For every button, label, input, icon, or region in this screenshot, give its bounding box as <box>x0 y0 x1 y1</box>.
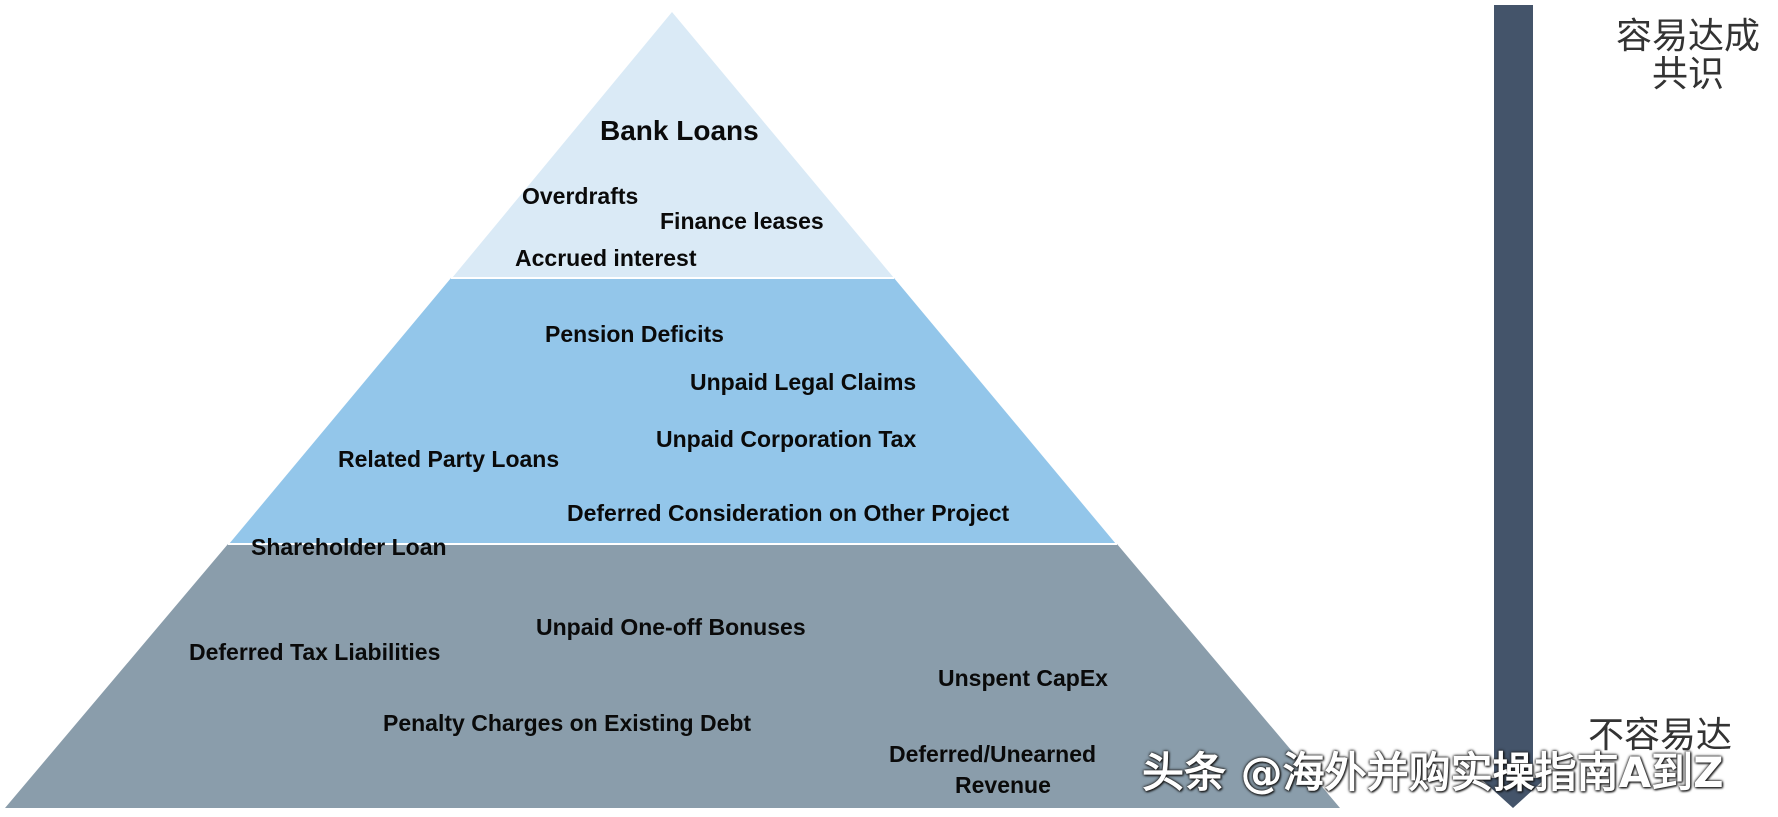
label-unpaid-bonuses: Unpaid One-off Bonuses <box>536 614 806 640</box>
arrow-top-label-line-2: 共识 <box>1651 53 1724 95</box>
label-unpaid-legal-claims: Unpaid Legal Claims <box>690 369 917 395</box>
label-deferred-tax-liabilities: Deferred Tax Liabilities <box>189 639 441 665</box>
label-pension-deficits: Pension Deficits <box>545 321 724 347</box>
pyramid-tier-middle <box>229 278 1116 544</box>
arrow-top-label: 容易达成 共识 <box>1606 18 1770 94</box>
label-related-party-loans: Related Party Loans <box>338 446 560 472</box>
label-finance-leases: Finance leases <box>660 208 824 234</box>
arrow-top-label-line-1: 容易达成 <box>1615 16 1760 57</box>
pyramid-tier-top <box>452 12 894 278</box>
label-bank-loans: Bank Loans <box>600 115 759 146</box>
label-unspent-capex: Unspent CapEx <box>938 665 1108 691</box>
down-arrow <box>1480 5 1546 808</box>
label-revenue: Revenue <box>955 772 1051 798</box>
arrow-bottom-label: 不容易达 <box>1578 717 1742 755</box>
watermark: 头条 @海外并购实操指南A到Z <box>1142 748 1724 797</box>
label-shareholder-loan: Shareholder Loan <box>251 534 447 560</box>
arrow-bottom-label-line-1: 不容易达 <box>1587 715 1732 756</box>
pyramid-tier-bottom <box>5 544 1340 808</box>
label-penalty-charges: Penalty Charges on Existing Debt <box>383 710 752 736</box>
label-accrued-interest: Accrued interest <box>515 245 697 271</box>
label-overdrafts: Overdrafts <box>522 183 639 209</box>
label-deferred-unearned: Deferred/Unearned <box>889 741 1097 767</box>
label-deferred-consideration: Deferred Consideration on Other Project <box>567 500 1010 526</box>
label-unpaid-corporation-tax: Unpaid Corporation Tax <box>656 426 917 452</box>
